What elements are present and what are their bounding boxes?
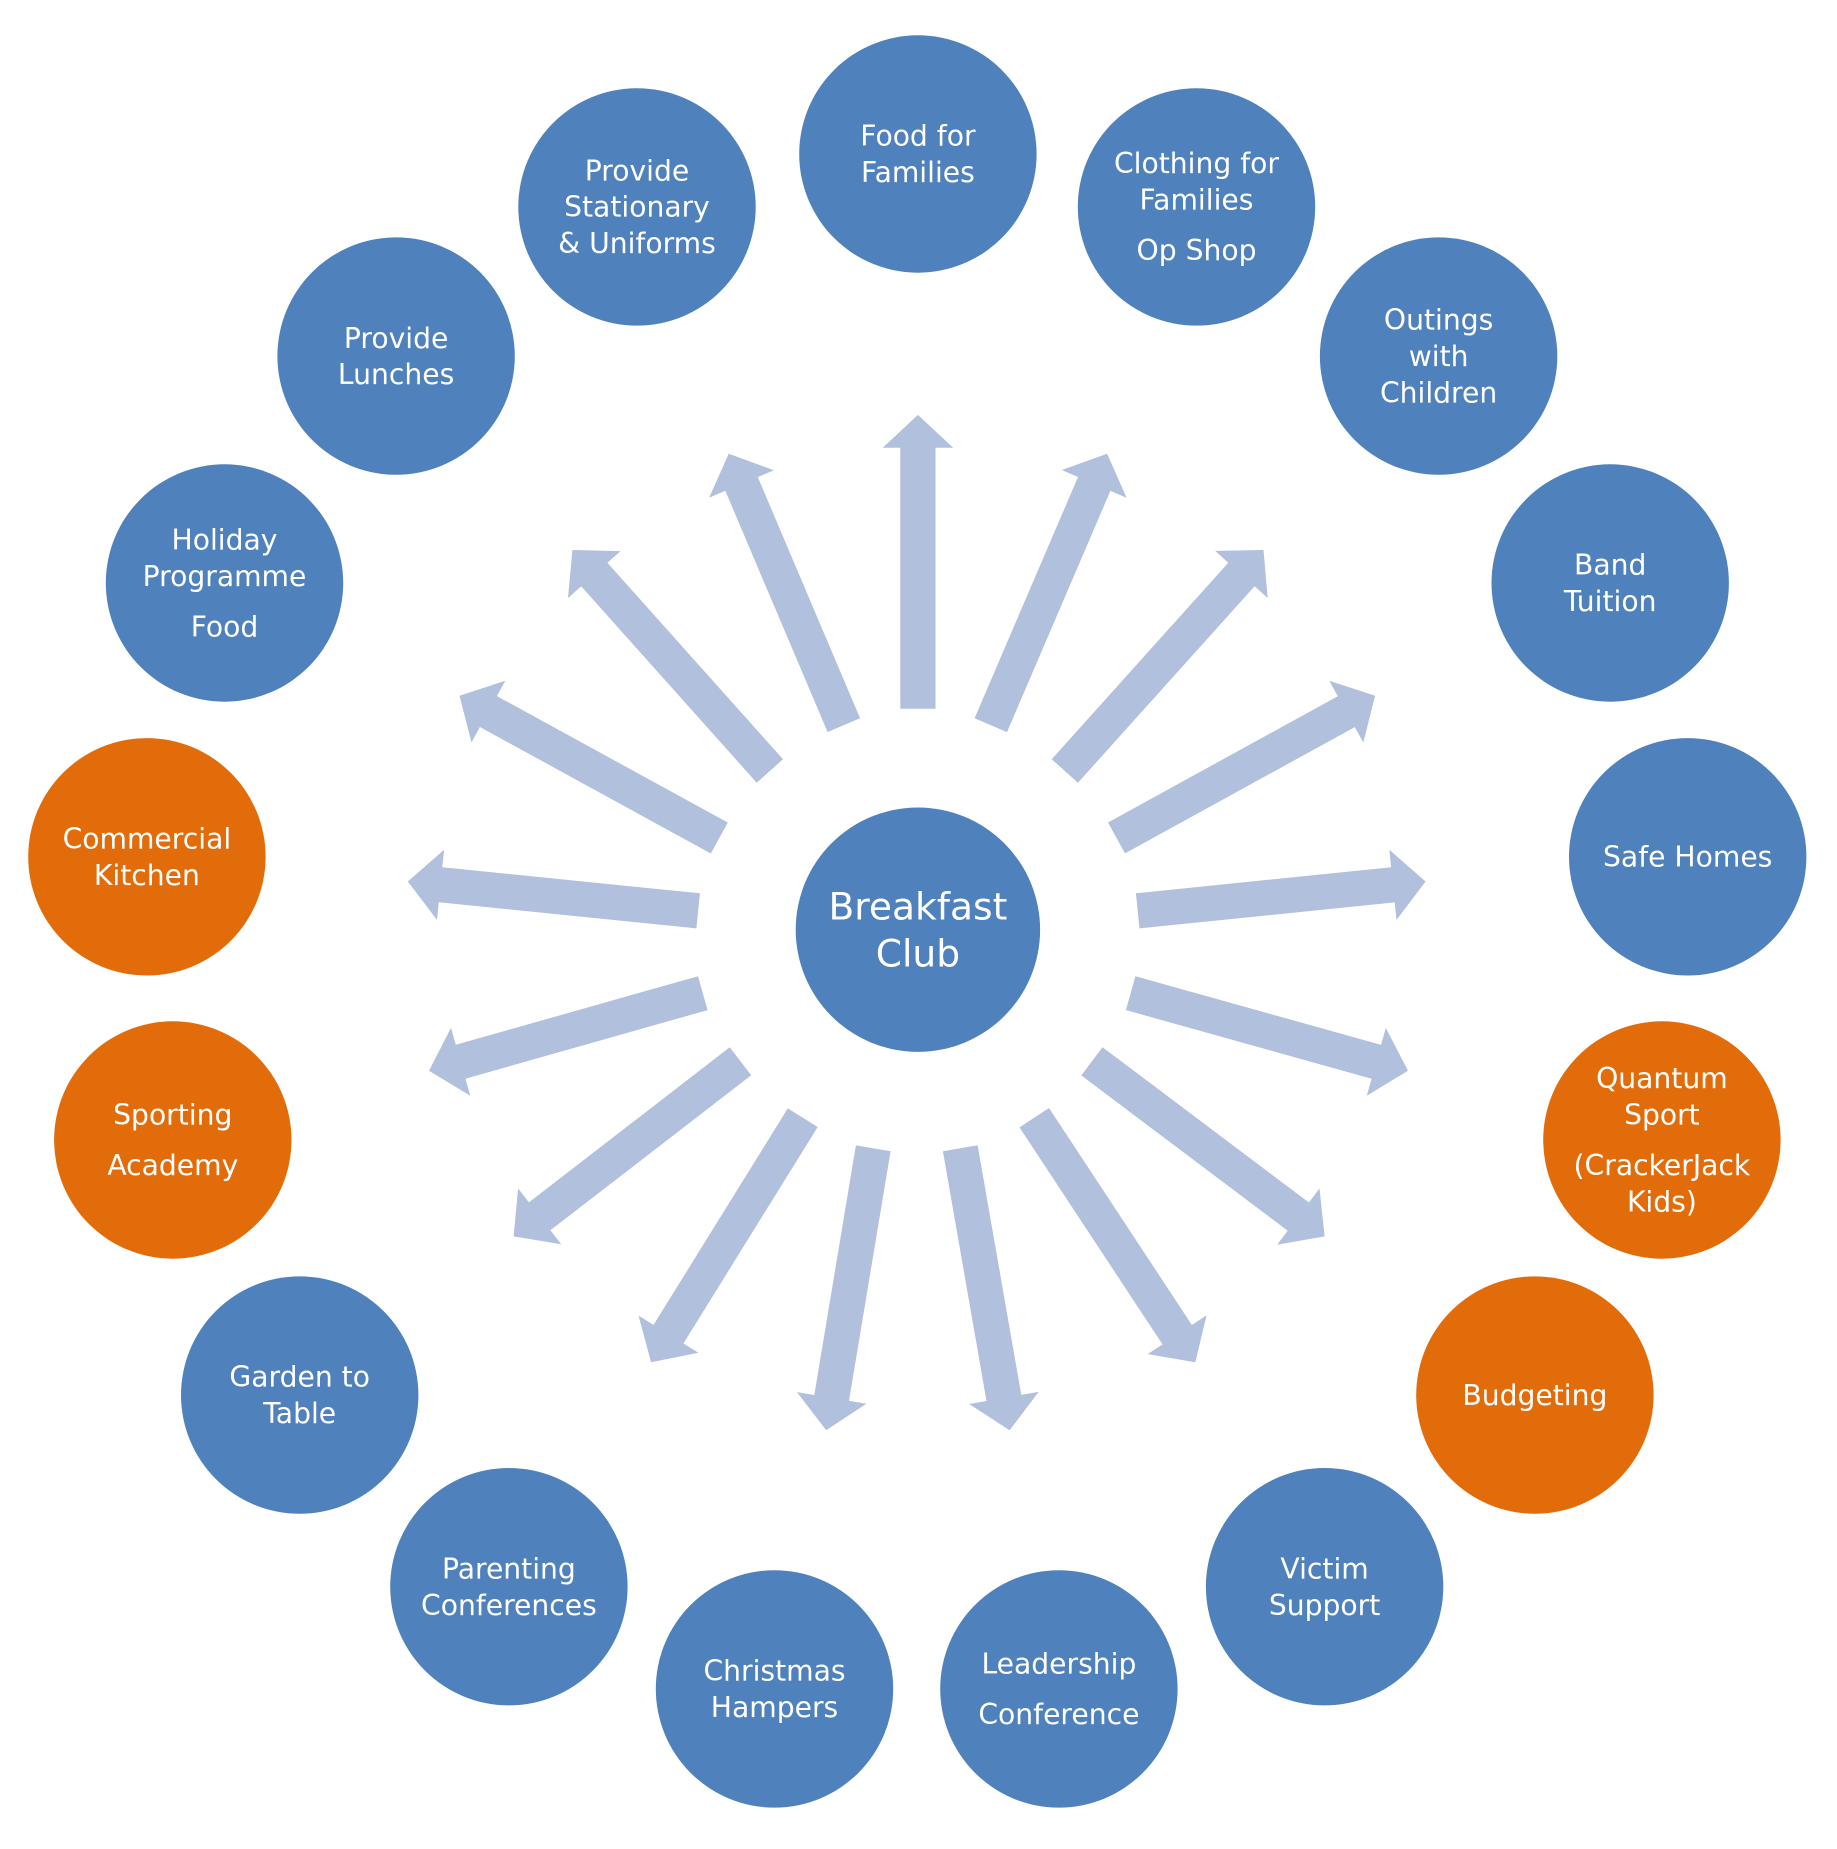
node-band-tuition-label-line: Band — [1574, 549, 1646, 582]
arrow-garden-to-table — [513, 1047, 752, 1245]
node-band-tuition-label-line: Tuition — [1563, 585, 1657, 618]
arrow-safe-homes — [1135, 849, 1426, 929]
node-quantum-sport-label-line: Quantum — [1596, 1062, 1728, 1095]
arrow-clothing-for-families — [974, 453, 1127, 733]
node-quantum-sport-label-line: (CrackerJack — [1574, 1149, 1751, 1182]
center-circle — [795, 807, 1041, 1052]
arrow-sporting-academy — [429, 976, 708, 1096]
node-circle — [1491, 464, 1729, 702]
node-circle — [390, 1468, 628, 1706]
node-clothing-for-families-label-line: Op Shop — [1137, 234, 1257, 267]
node-circle — [1416, 1276, 1654, 1514]
node-circle — [518, 88, 756, 326]
arrow-christmas-hampers — [796, 1145, 891, 1431]
arrow-quantum-sport — [1125, 976, 1408, 1096]
node-circle — [799, 35, 1037, 273]
node-garden-to-table-label-line: Table — [262, 1397, 336, 1430]
node-circle — [1319, 237, 1558, 475]
node-victim-support-label-line: Support — [1269, 1589, 1380, 1622]
arrow-provide-lunches — [568, 550, 783, 783]
arrow-budgeting — [1081, 1047, 1325, 1245]
node-holiday-programme-food-label-line: Holiday — [172, 523, 278, 556]
node-clothing-for-families-label-line: Families — [1140, 184, 1254, 217]
node-commercial-kitchen-label-line: Commercial — [63, 823, 232, 856]
node-safe-homes-label-line: Safe Homes — [1603, 841, 1772, 874]
node-leadership-conference-label-line: Conference — [978, 1698, 1139, 1731]
node-provide-stationary-uniforms-label-line: Stationary — [564, 191, 710, 224]
node-provide-stationary-uniforms-label-line: Provide — [585, 154, 689, 187]
node-circle — [28, 738, 266, 976]
arrow-provide-stationary-uniforms — [709, 453, 861, 732]
node-circle — [277, 237, 515, 475]
node-victim-support-label-line: Victim — [1280, 1552, 1368, 1585]
node-holiday-programme-food-label-line: Programme — [143, 560, 307, 593]
node-commercial-kitchen-label-line: Kitchen — [94, 859, 200, 892]
node-christmas-hampers-label-line: Christmas — [703, 1655, 845, 1688]
arrow-food-for-families — [882, 414, 954, 709]
node-holiday-programme-food-label-line: Food — [191, 610, 259, 643]
node-circle — [181, 1276, 419, 1514]
node-clothing-for-families-label-line: Clothing for — [1114, 147, 1279, 180]
node-quantum-sport-label-line: Kids) — [1627, 1186, 1697, 1219]
node-safe-homes: Safe Homes — [1569, 738, 1807, 976]
node-sporting-academy-label-line: Academy — [107, 1149, 238, 1182]
arrow-parenting-conferences — [638, 1108, 818, 1363]
node-circle — [1077, 88, 1316, 326]
center-label-line: Breakfast — [828, 884, 1007, 928]
arrow-band-tuition — [1108, 680, 1376, 854]
node-parenting-conferences-label-line: Parenting — [442, 1552, 576, 1585]
node-sporting-academy-label-line: Sporting — [113, 1099, 232, 1132]
node-circle — [1205, 1468, 1444, 1706]
arrow-victim-support — [1019, 1108, 1207, 1363]
center-label-line: Club — [876, 931, 960, 975]
node-food-for-families-label-line: Food for — [860, 120, 976, 153]
node-quantum-sport-label-line: Sport — [1624, 1099, 1700, 1132]
node-food-for-families-label-line: Families — [861, 156, 975, 189]
node-circle — [54, 1021, 292, 1259]
arrow-holiday-programme-food — [459, 680, 728, 854]
arrow-commercial-kitchen — [407, 849, 700, 929]
arrow-outings-with-children — [1051, 550, 1268, 783]
node-circle — [1543, 1021, 1781, 1259]
node-outings-with-children-label-line: Children — [1380, 376, 1497, 409]
node-provide-stationary-uniforms-label-line: & Uniforms — [558, 227, 716, 260]
node-circle — [940, 1570, 1178, 1808]
node-provide-lunches-label-line: Provide — [344, 322, 448, 355]
arrow-leadership-conference — [942, 1145, 1039, 1431]
node-christmas-hampers-label-line: Hampers — [711, 1691, 838, 1724]
arrows-layer — [407, 414, 1426, 1431]
node-parenting-conferences-label-line: Conferences — [421, 1589, 597, 1622]
node-leadership-conference-label-line: Leadership — [981, 1648, 1136, 1681]
node-circle — [1569, 738, 1807, 976]
node-budgeting: Budgeting — [1416, 1276, 1654, 1514]
node-garden-to-table-label-line: Garden to — [229, 1361, 370, 1394]
node-outings-with-children-label-line: with — [1409, 340, 1469, 373]
node-provide-lunches-label-line: Lunches — [338, 358, 454, 391]
node-outings-with-children-label-line: Outings — [1384, 304, 1493, 337]
node-budgeting-label-line: Budgeting — [1462, 1379, 1607, 1412]
node-circle — [105, 464, 344, 702]
node-circle — [655, 1570, 894, 1808]
